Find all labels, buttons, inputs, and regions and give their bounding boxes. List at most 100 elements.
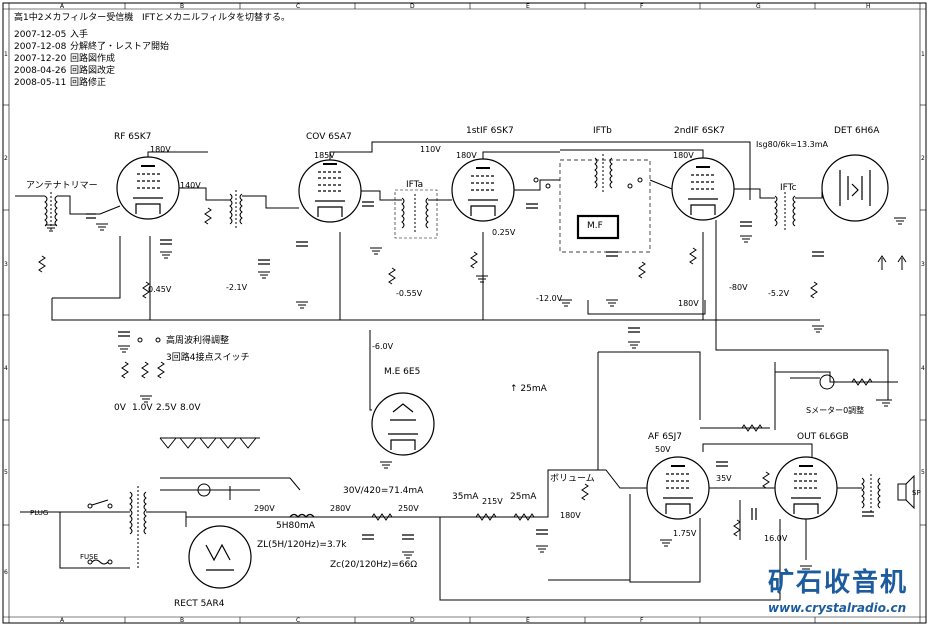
smeter-zero-label: Sメーター0調整 [806, 406, 865, 415]
grid-row-3-right: 3 [921, 261, 925, 268]
voltage-rect-out: 290V [254, 504, 275, 513]
voltage-rf-screen: 140V [180, 181, 201, 190]
tube-if1 [451, 158, 515, 222]
grid-col-h: H [866, 3, 871, 10]
grid-row-2: 2 [4, 155, 8, 162]
iftb-label: IFTb [593, 126, 612, 136]
voltage-rf-cathode: 0.45V [148, 285, 172, 294]
current-35ma: 35mA [452, 492, 479, 502]
switch-step-0v: 0V [114, 403, 126, 413]
grid-col-d-bottom: D [410, 617, 415, 624]
tube-if2 [671, 157, 735, 221]
speaker-label: SP [912, 489, 921, 497]
ifta-coil [394, 189, 438, 239]
grid-row-2-right: 2 [921, 155, 925, 162]
tube-label-det: DET 6H6A [834, 126, 880, 136]
choke-impedance-note: ZL(5H/120Hz)=3.7k [257, 540, 347, 550]
iftb-dashed [559, 159, 651, 253]
arrows [877, 255, 907, 270]
choke [289, 513, 315, 518]
grid-row-4: 4 [4, 365, 8, 372]
grid-col-g: G [756, 3, 761, 10]
current-25ma: 25mA [510, 492, 537, 502]
tube-label-af: AF 6SJ7 [648, 432, 683, 442]
switch-step-8v: 8.0V [180, 403, 201, 413]
iftb-coil [594, 154, 613, 192]
voltage-if2-plate: 180V [673, 151, 694, 160]
voltage-det-bias: -80V [729, 283, 748, 292]
tube-af [646, 456, 710, 520]
volume-label: ボリューム [550, 474, 595, 484]
antenna-trimmer-label: アンテナトリマー [26, 181, 98, 191]
power-transformer [129, 486, 147, 570]
watermark-cn: 矿石收音机 [768, 568, 909, 598]
tube-label-if2: 2ndIF 6SK7 [674, 126, 725, 136]
current-calc-note: 30V/420=71.4mA [343, 486, 424, 496]
grid-row-1-right: 1 [921, 51, 925, 58]
resistors [38, 207, 873, 537]
history-note-3: 回路図作成 [70, 54, 116, 64]
grid-col-d: D [410, 3, 415, 10]
grid-col-b: B [180, 3, 185, 10]
grid-row-5-right: 5 [921, 469, 925, 476]
voltage-if1-cathode: 0.25V [492, 228, 516, 237]
tube-det [821, 154, 889, 222]
voltage-b1: 280V [330, 504, 351, 513]
tube-label-rect: RECT 5AR4 [174, 599, 225, 609]
ifta-label: IFTa [406, 180, 424, 190]
grid-col-c: C [296, 3, 301, 10]
grid-col-a: A [60, 3, 65, 10]
switch-label: 3回路4接点スイッチ [166, 353, 250, 363]
voltage-avc-2: -12.0V [536, 294, 563, 303]
current-25ma-note: ↑ 25mA [510, 384, 547, 394]
watermark-logo: 矿石收音机 www.crystalradio.cn [768, 570, 908, 614]
mf-box [576, 214, 620, 240]
iftc-label: IFTc [780, 183, 797, 193]
history-date-4: 2008-04-26 [14, 66, 67, 76]
voltage-conv-plate: 185V [314, 151, 335, 160]
tube-out [774, 456, 838, 520]
ruler-ticks [3, 3, 926, 623]
page-title: 高1中2メカフィルター受信機 [14, 13, 134, 23]
heater-symbols [159, 437, 260, 497]
grid-col-e: E [526, 3, 530, 10]
gain-control-label: 高周波利得調整 [166, 336, 230, 346]
history-date-5: 2008-05-11 [14, 78, 67, 88]
tube-label-me: M.E 6E5 [384, 367, 421, 377]
voltage-lower-rail: 180V [678, 299, 699, 308]
tube-rf [116, 156, 180, 220]
voltage-out-cathode: 16.0V [764, 534, 788, 543]
history-date-1: 2007-12-05 [14, 30, 67, 40]
tube-label-rf: RF 6SK7 [114, 132, 152, 142]
history-note-2: 分解終了・レストア開始 [70, 42, 170, 52]
voltage-conv-grid: -2.1V [226, 283, 248, 292]
tube-label-conv: COV 6SA7 [306, 132, 352, 142]
history-date-3: 2007-12-20 [14, 54, 67, 64]
grid-row-3: 3 [4, 261, 8, 268]
grid-row-4-right: 4 [921, 365, 925, 372]
grounds [45, 217, 906, 573]
output-transformer [861, 474, 915, 512]
rf-coil [229, 190, 243, 228]
grid-col-b-bottom: B [180, 617, 185, 624]
voltage-af-plate: 50V [655, 445, 671, 454]
wiring [15, 141, 898, 601]
cap-impedance-note: Zc(20/120Hz)=66Ω [330, 560, 418, 570]
voltage-me-grid: -6.0V [372, 342, 394, 351]
page-subtitle: IFTとメカニルフィルタを切替する。 [142, 13, 290, 23]
voltage-af-screen: 35V [716, 474, 732, 483]
grid-col-f: F [640, 3, 644, 10]
history-note-5: 回路修正 [70, 78, 107, 88]
smeter-gauge [819, 374, 835, 390]
capacitors [86, 201, 874, 540]
tube-conv [298, 159, 362, 223]
history-note-4: 回路図改定 [70, 66, 116, 76]
grid-col-e-bottom: E [526, 617, 530, 624]
voltage-rf-plate: 180V [150, 145, 171, 154]
screen-current-note: Isg80/6k=13.3mA [756, 140, 828, 149]
switch-step-1v: 1.0V [132, 403, 153, 413]
voltage-if1-plate: 180V [456, 151, 477, 160]
tube-label-if1: 1stIF 6SK7 [466, 126, 514, 136]
voltage-det-out: -5.2V [768, 289, 790, 298]
